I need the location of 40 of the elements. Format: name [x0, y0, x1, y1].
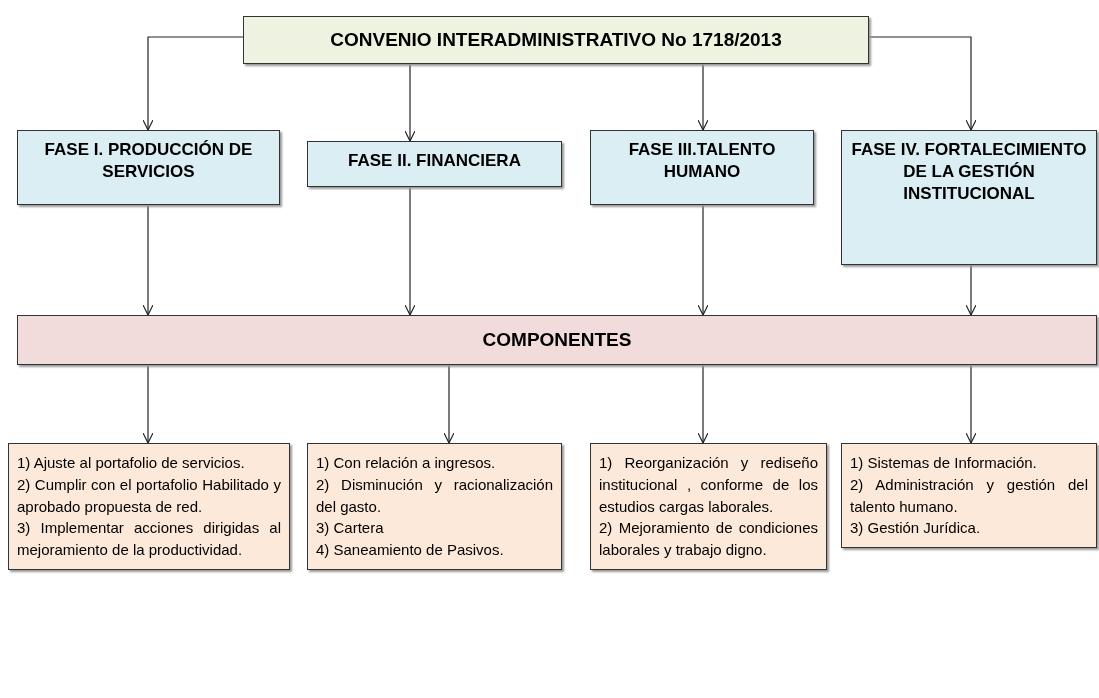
box-label: FASE III.TALENTO HUMANO [627, 139, 777, 184]
list-item: 3) Gestión Jurídica. [850, 518, 982, 539]
component-list-box [590, 443, 827, 570]
arrow [697, 204, 709, 316]
arrow [142, 364, 154, 444]
arrow [142, 204, 154, 316]
list-item: 1) Reorganización y rediseño institucional , conforme de los estudios cargas laborales. [599, 453, 818, 517]
list-item: 1) Sistemas de Información. [850, 453, 1038, 473]
arrow [443, 364, 455, 444]
list-item: 2) Administración y gestión del talento humano. [850, 474, 1088, 517]
phase-box [17, 130, 280, 205]
list-item: 1) Ajuste al portafolio de servicios. [17, 453, 246, 473]
section-band [17, 315, 1097, 365]
box-label: COMPONENTES [482, 327, 632, 352]
arrow [142, 36, 244, 131]
box-label: FASE II. FINANCIERA [348, 150, 521, 172]
arrow [965, 264, 977, 316]
box-label: CONVENIO INTERADMINISTRATIVO No 1718/2013 [330, 27, 782, 52]
phase-box [841, 130, 1097, 265]
phase-box [307, 141, 562, 187]
component-list-box [8, 443, 290, 570]
list-item: 2) Cumplir con el portafolio Habilitado y aprobado propuesta de red. [17, 474, 281, 517]
list-item: 3) Cartera [316, 518, 385, 539]
list-item: 4) Saneamiento de Pasivos. [316, 540, 505, 560]
list-item: 3) Implementar acciones dirigidas al mejoramiento de la productividad. [17, 518, 281, 560]
arrow [404, 63, 416, 142]
arrow [965, 364, 977, 444]
box-label: FASE IV. FORTALECIMIENTO DE LA GESTIÓN INSTITUCIONAL [850, 139, 1088, 206]
arrow [697, 364, 709, 444]
list-item: 2) Mejoramiento de condiciones laborales y trabajo digno. [599, 518, 818, 560]
component-list-box [307, 443, 562, 570]
box-label: FASE I. PRODUCCIÓN DE SERVICIOS [43, 139, 254, 184]
list-item: 1) Con relación a ingresos. [316, 453, 497, 473]
title-box [243, 16, 869, 64]
arrow [697, 63, 709, 131]
arrow [404, 186, 416, 316]
list-item: 2) Disminución y racionalización del gasto. [316, 474, 553, 517]
arrow [868, 36, 977, 131]
phase-box [590, 130, 814, 205]
component-list-box [841, 443, 1097, 548]
